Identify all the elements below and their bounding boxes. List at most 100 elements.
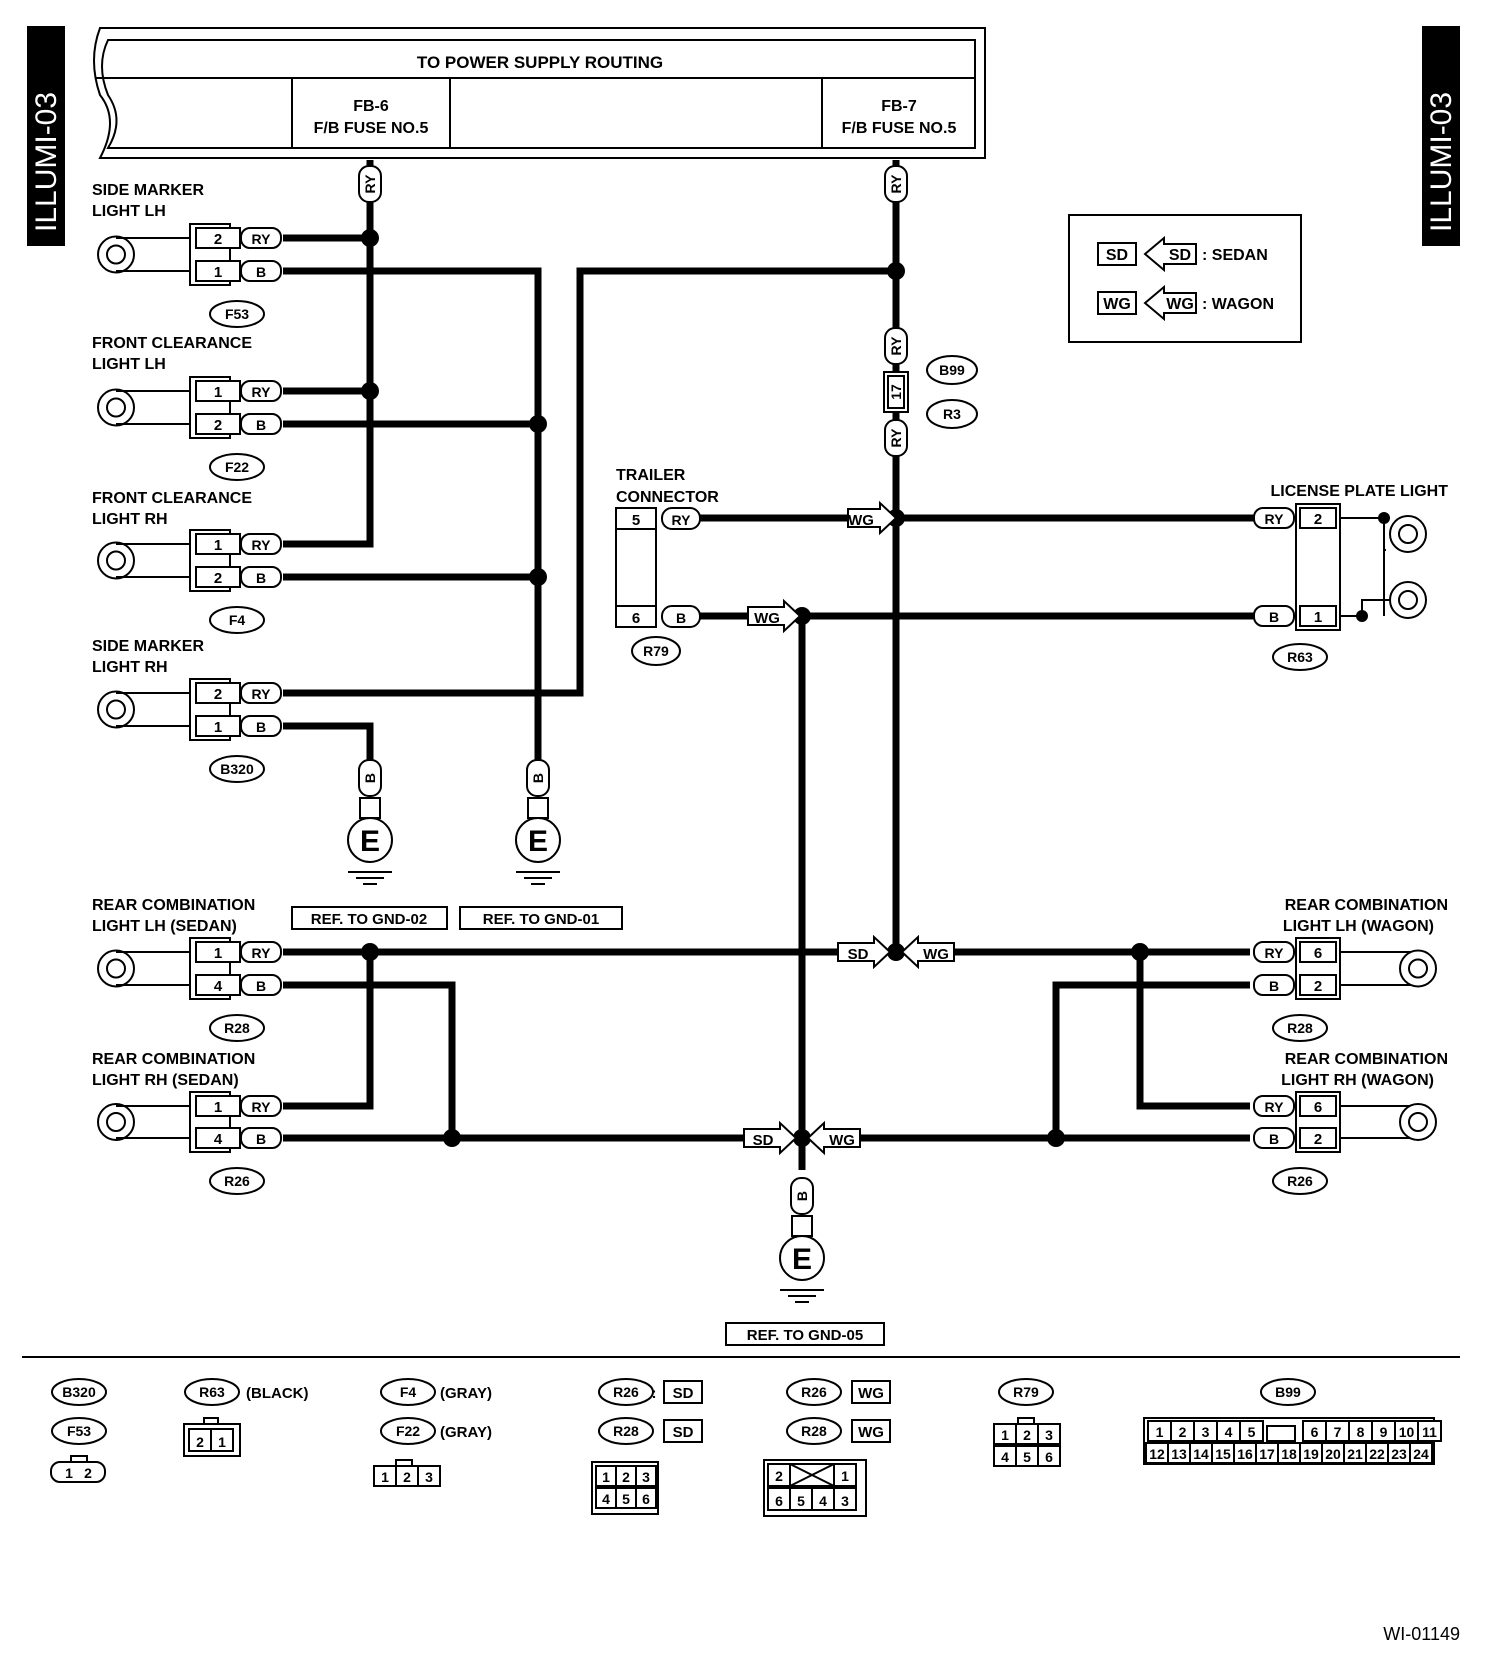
footer-code: WI-01149 xyxy=(1383,1624,1460,1644)
pin-number: 1 xyxy=(65,1465,73,1481)
pin-number: 1 xyxy=(214,264,222,281)
bulb-icon xyxy=(1408,958,1428,979)
legend-sd-text: : SEDAN xyxy=(1202,247,1268,264)
rear-comb-lh-wagon-title: REAR COMBINATION xyxy=(1285,897,1448,914)
wire-label-b xyxy=(240,413,282,435)
wire-label-b xyxy=(240,715,282,737)
connector-id: R26 xyxy=(1287,1173,1313,1189)
wire-label-b xyxy=(240,1127,282,1149)
wire-label-b xyxy=(1253,974,1295,996)
pin-box xyxy=(1299,507,1337,529)
ground-symbol: E xyxy=(779,1215,825,1303)
pin-number: 1 xyxy=(214,384,222,401)
connector-view-f4-oval xyxy=(380,1378,436,1406)
junction-connector-a: B99 xyxy=(939,362,965,378)
ground-ref-gnd01: REF. TO GND-01 xyxy=(483,911,599,928)
ground-icon xyxy=(515,817,561,863)
trailer-connector-title: TRAILER xyxy=(616,467,686,484)
pin-number: 16 xyxy=(1237,1446,1253,1462)
ground-ref-gnd05: REF. TO GND-05 xyxy=(747,1327,863,1344)
bulb-icon xyxy=(1399,1103,1437,1141)
ground-letter: E xyxy=(792,1243,812,1276)
pin-number: 2 xyxy=(1314,511,1322,528)
connector-id: R63 xyxy=(1287,649,1313,665)
wire-label-ry: RY xyxy=(1265,945,1285,961)
pin-box xyxy=(1299,941,1337,963)
power-supply-title: TO POWER SUPPLY ROUTING xyxy=(417,53,663,72)
trailer-pin-6: 6 xyxy=(632,610,640,627)
pin-cell xyxy=(1037,1445,1061,1467)
connector-view-f53-oval xyxy=(51,1417,107,1445)
rear-comb-rh-sedan-title: LIGHT RH (SEDAN) xyxy=(92,1072,239,1089)
pin-number: 1 xyxy=(218,1434,226,1450)
pin-number: 3 xyxy=(1202,1424,1210,1440)
wire-label-ry xyxy=(240,941,282,963)
legend-sd-code: SD xyxy=(1106,247,1128,264)
variant-wg: WG xyxy=(858,1424,884,1441)
wire-label-b: B xyxy=(676,610,686,626)
connector-view-r26-oval xyxy=(786,1378,842,1406)
legend-sd-arrow-code: SD xyxy=(1169,247,1191,264)
front-clearance-rh-title: LIGHT RH xyxy=(92,511,168,528)
wire-label-ry: RY xyxy=(252,231,272,247)
ground-letter: E xyxy=(360,825,380,858)
pin-number: 3 xyxy=(425,1469,433,1485)
wire-label-b: B xyxy=(1269,1131,1279,1147)
pin-number: 4 xyxy=(1001,1449,1009,1465)
pin-number: 20 xyxy=(1325,1446,1341,1462)
wire-label-b xyxy=(240,974,282,996)
arrow-sd-code: SD xyxy=(753,1132,774,1149)
pin-number: 2 xyxy=(775,1468,783,1484)
wire-label-b: B xyxy=(1269,609,1279,625)
pin-cell xyxy=(1409,1442,1433,1464)
pin-number: 8 xyxy=(1357,1424,1365,1440)
wire-label-b xyxy=(240,566,282,588)
pin-number: 2 xyxy=(214,570,222,587)
pin-number: 4 xyxy=(602,1491,610,1507)
pin-number: 2 xyxy=(1314,1131,1322,1148)
left-lights: 21RYBF5312RYBF2212RYBF421RYBB32014RYBR28… xyxy=(97,223,282,1195)
ground-symbol: E xyxy=(347,797,393,885)
connector-view-r79-oval xyxy=(998,1378,1054,1406)
wire-label-b: B xyxy=(1269,978,1279,994)
wire-label-ry: RY xyxy=(252,686,272,702)
bulb-icon xyxy=(97,949,135,988)
front-clearance-lh-title: FRONT CLEARANCE xyxy=(92,335,252,352)
pin-number: 3 xyxy=(841,1493,849,1509)
arrow-wg-code: WG xyxy=(848,512,874,529)
pin-number: 1 xyxy=(602,1469,610,1485)
connector-id: F4 xyxy=(229,612,246,628)
pin-number: 18 xyxy=(1281,1446,1297,1462)
pin-number: 1 xyxy=(214,945,222,962)
wire-label-b: B xyxy=(256,417,266,433)
pin-number: 1 xyxy=(841,1468,849,1484)
connector-view-b320-oval xyxy=(51,1378,107,1406)
junction-connector-b: R3 xyxy=(943,406,961,422)
trailer-connector-id: R79 xyxy=(643,643,669,659)
fuse-left-name: FB-6 xyxy=(353,98,389,115)
bulb-icon xyxy=(106,699,126,720)
variant-sd: SD xyxy=(673,1385,694,1402)
ground-symbol: E xyxy=(515,797,561,885)
pin-number: 10 xyxy=(1399,1424,1415,1440)
pin-number: 2 xyxy=(622,1469,630,1485)
connector-id: R28 xyxy=(224,1020,250,1036)
bulb-icon xyxy=(1389,581,1427,619)
pin-number: 2 xyxy=(214,231,222,248)
wire-label-b xyxy=(1253,605,1295,627)
connector-id: R28 xyxy=(1287,1020,1313,1036)
wire-label-ry xyxy=(1253,507,1295,529)
pin-box xyxy=(1299,974,1337,996)
connector-view-r26: R26 xyxy=(801,1384,827,1400)
pin-box xyxy=(1299,1095,1337,1117)
pin-number: 2 xyxy=(214,417,222,434)
pin-number: 9 xyxy=(1380,1424,1388,1440)
pin-number: 5 xyxy=(1248,1424,1256,1440)
connector-view-f22-oval xyxy=(380,1417,436,1445)
trailer-pin-5: 5 xyxy=(632,512,640,529)
legend-box: SD SD : SEDAN WG WG : WAGON xyxy=(1068,214,1302,343)
connector-latch xyxy=(1266,1425,1296,1442)
